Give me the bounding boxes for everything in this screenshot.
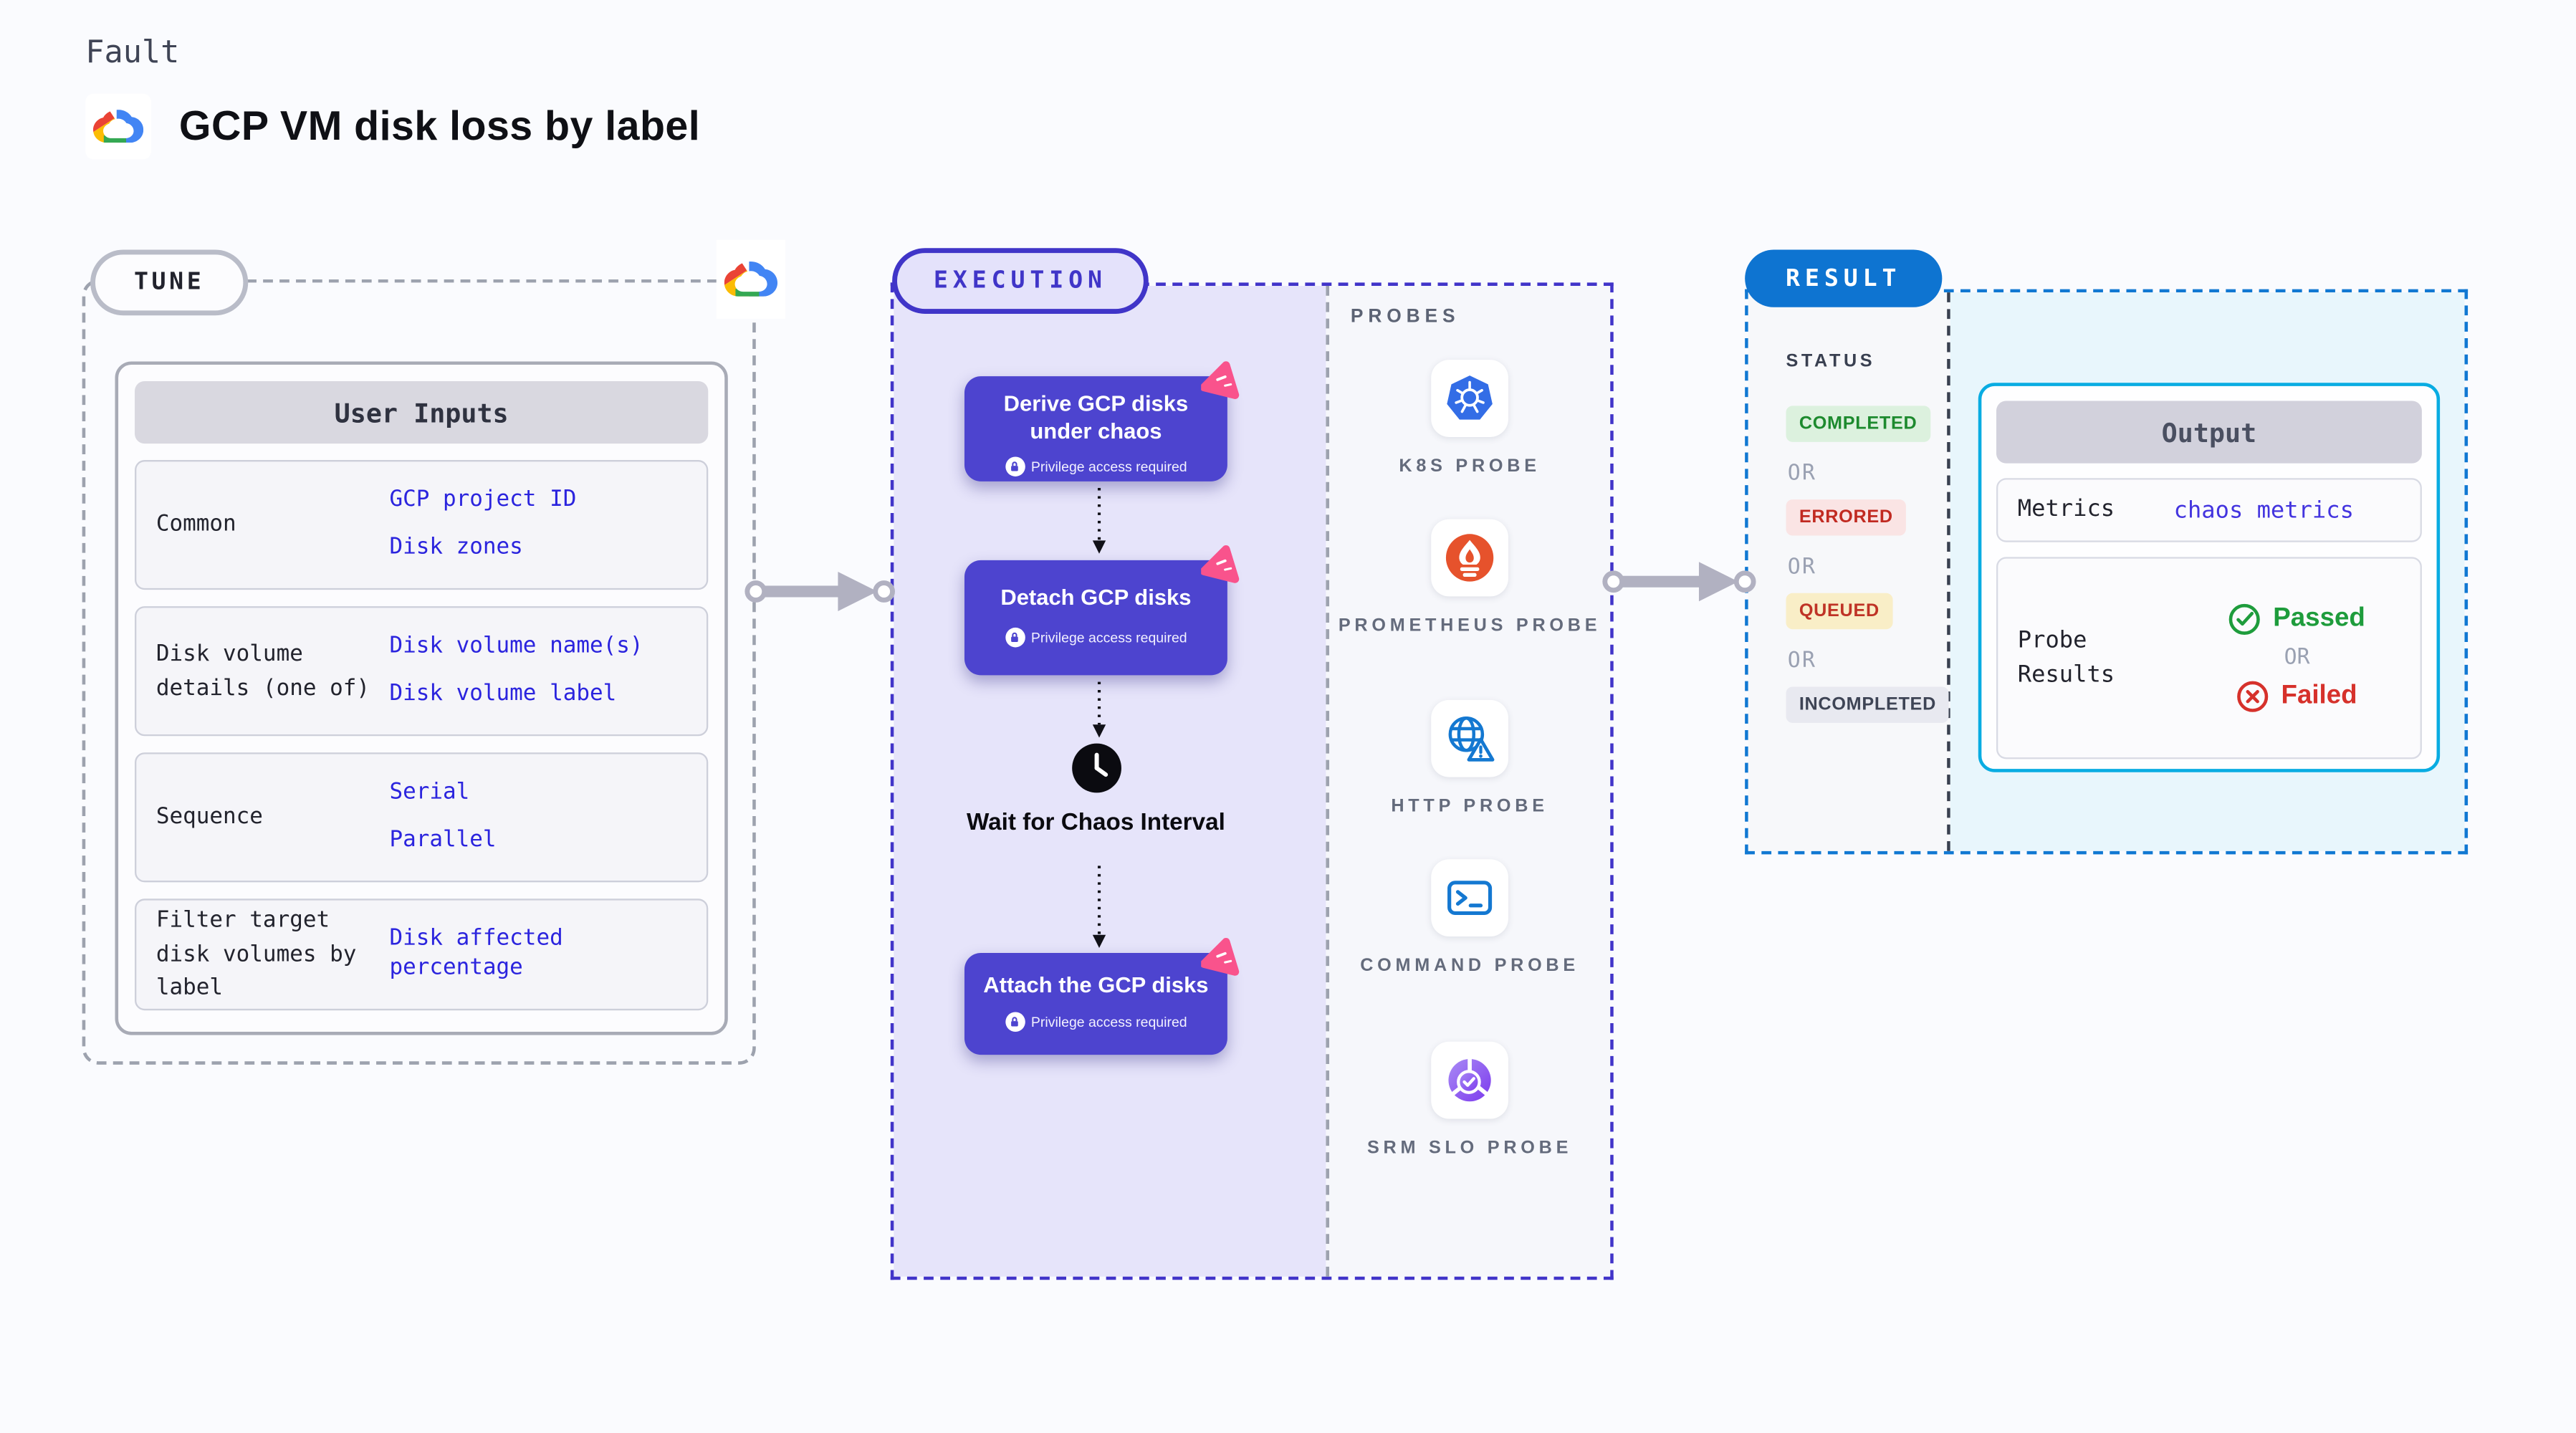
tune-section [82, 279, 756, 1065]
or-separator: OR [1787, 648, 1817, 674]
wait-title: Wait for Chaos Interval [966, 810, 1225, 837]
row-value: Disk volume label [389, 680, 617, 706]
google-cloud-icon [724, 262, 778, 297]
clock-icon [1071, 743, 1121, 793]
passed-label: Passed [2273, 604, 2365, 633]
row-label: Common [155, 511, 236, 537]
table-row: Disk volume details (one of) Disk volume… [135, 606, 709, 737]
user-inputs-header: User Inputs [135, 380, 709, 444]
metrics-row: Metrics chaos metrics [1996, 478, 2422, 542]
table-row: Filter target disk volumes by label Disk… [135, 898, 709, 1011]
row-value: Disk zones [389, 534, 523, 560]
status-label: STATUS [1786, 351, 1876, 372]
probe-results-label: Probe Results [2017, 626, 2115, 688]
gcp-logo [85, 93, 151, 160]
tune-gcp-corner-logo [716, 239, 786, 319]
globe-alert-icon [1431, 699, 1508, 777]
probe-http: HTTP PROBE [1329, 699, 1610, 822]
failed-label: Failed [2281, 681, 2357, 710]
result-section: STATUS COMPLETED OR ERRORED OR QUEUED OR… [1745, 289, 2469, 855]
table-row: Common GCP project ID Disk zones [135, 460, 709, 590]
tune-badge: TUNE [90, 249, 249, 316]
probes-panel: PROBES K8S PROBE [1326, 285, 1611, 1277]
row-value: Disk affected percentage [389, 925, 563, 981]
status-badge-completed: COMPLETED [1786, 406, 1930, 442]
status-column: STATUS COMPLETED OR ERRORED OR QUEUED OR… [1748, 292, 1950, 851]
status-badge-queued: QUEUED [1786, 593, 1893, 630]
flow-arrow [1092, 866, 1106, 949]
page-title: GCP VM disk loss by label [178, 102, 701, 149]
step-title: Attach the GCP disks [983, 972, 1209, 997]
execution-to-result-arrow [1602, 562, 1756, 602]
or-separator: OR [1787, 555, 1817, 580]
step-title: Detach GCP disks [1000, 585, 1192, 610]
privilege-note: Privilege access required [1030, 1013, 1187, 1030]
step-detach-gcp-disks: Detach GCP disks Privilege access requir… [964, 545, 1240, 676]
row-value: Disk volume name(s) [389, 633, 643, 660]
or-separator: OR [1787, 461, 1817, 487]
step-title: Derive GCP disks under chaos [1003, 390, 1189, 444]
lock-icon [1005, 456, 1025, 476]
output-area: Output Metrics chaos metrics Probe Resul… [1950, 292, 2465, 851]
row-label: Sequence [155, 803, 263, 830]
slo-pie-icon [1431, 1041, 1508, 1119]
probes-label: PROBES [1350, 307, 1460, 327]
flow-arrow [1092, 488, 1106, 554]
probe-name: COMMAND PROBE [1360, 956, 1579, 977]
status-badge-errored: ERRORED [1786, 499, 1907, 536]
output-card: Output Metrics chaos metrics Probe Resul… [1978, 383, 2441, 772]
row-value: Parallel [389, 826, 497, 853]
terminal-icon [1431, 859, 1508, 937]
probe-name: SRM SLO PROBE [1366, 1139, 1573, 1159]
metrics-value: chaos metrics [2173, 497, 2354, 524]
step-derive-gcp-disks: Derive GCP disks under chaos Privilege a… [964, 361, 1240, 481]
privilege-note: Privilege access required [1030, 458, 1187, 475]
metrics-label: Metrics [2017, 496, 2115, 523]
result-badge: RESULT [1745, 249, 1943, 307]
x-circle-icon [2238, 681, 2269, 712]
lock-icon [1005, 1012, 1025, 1032]
title-row: GCP VM disk loss by label [85, 93, 701, 160]
tune-to-execution-arrow [744, 571, 895, 611]
wait-for-chaos-node: Wait for Chaos Interval [964, 742, 1227, 838]
user-inputs-table: User Inputs Common GCP project ID Disk z… [115, 361, 728, 1035]
status-badge-incompleted: INCOMPLETED [1786, 686, 1950, 723]
lock-icon [1005, 627, 1025, 648]
probe-name: HTTP PROBE [1391, 797, 1548, 817]
chaos-icon [1201, 938, 1240, 976]
execution-badge: EXECUTION [892, 248, 1149, 314]
step-attach-gcp-disks: Attach the GCP disks Privilege access re… [964, 938, 1240, 1055]
check-circle-icon [2229, 603, 2261, 636]
chaos-icon [1201, 545, 1240, 583]
output-header: Output [1996, 401, 2422, 464]
probe-command: COMMAND PROBE [1329, 859, 1610, 981]
privilege-note: Privilege access required [1030, 628, 1187, 646]
prometheus-icon [1431, 519, 1508, 597]
probe-srm-slo: SRM SLO PROBE [1329, 1041, 1610, 1164]
row-label: Disk volume details (one of) [155, 640, 370, 701]
probe-k8s: K8S PROBE [1329, 360, 1610, 481]
row-value: GCP project ID [389, 487, 577, 514]
table-row: Sequence Serial Parallel [135, 752, 709, 883]
probe-name: PROMETHEUS PROBE [1338, 615, 1601, 636]
probe-prometheus: PROMETHEUS PROBE [1329, 519, 1610, 641]
google-cloud-icon [93, 110, 144, 143]
or-separator: OR [2284, 646, 2310, 671]
row-value: Serial [389, 779, 470, 806]
chaos-icon [1201, 361, 1240, 399]
probe-name: K8S PROBE [1399, 456, 1541, 476]
row-label: Filter target disk volumes by label [155, 906, 357, 1002]
kubernetes-icon [1431, 360, 1508, 437]
fault-eyebrow: Fault [85, 34, 180, 71]
execution-section: Derive GCP disks under chaos Privilege a… [890, 282, 1614, 1280]
flow-arrow [1092, 681, 1106, 738]
execution-flow: Derive GCP disks under chaos Privilege a… [894, 285, 1326, 1277]
probe-results-row: Probe Results Passed OR [1996, 557, 2422, 759]
